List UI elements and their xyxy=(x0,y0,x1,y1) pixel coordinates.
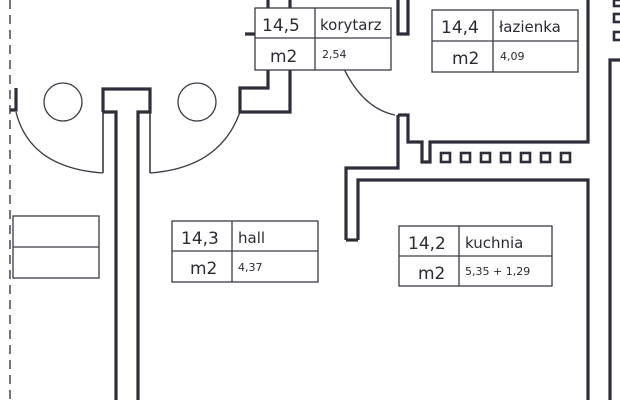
pillar-wall xyxy=(101,87,152,400)
area-unit: m2 xyxy=(190,259,217,279)
wall-kuchnia xyxy=(356,178,590,400)
room-number: 14,5 xyxy=(262,16,300,36)
column-circle-right xyxy=(177,82,217,122)
room-label-korytarz: 14,5 korytarz m2 2,54 xyxy=(254,7,392,71)
room-number: 14,4 xyxy=(441,18,479,38)
room-name: łazienka xyxy=(499,18,561,36)
room-area: 2,54 xyxy=(322,48,347,61)
ventilation-column xyxy=(612,0,620,42)
room-name: kuchnia xyxy=(465,234,523,252)
room-name: korytarz xyxy=(320,16,382,34)
area-unit: m2 xyxy=(270,47,297,67)
wall-left-stub xyxy=(10,88,18,112)
wall-hall-kitchen xyxy=(344,115,400,240)
room-area: 4,09 xyxy=(500,50,525,63)
wall-korytarz-left xyxy=(238,0,292,114)
area-unit: m2 xyxy=(418,264,445,284)
room-label-hall: 14,3 hall m2 4,37 xyxy=(171,220,319,283)
door-arc-left xyxy=(15,111,104,174)
door-arc-right xyxy=(149,111,241,174)
room-name: hall xyxy=(238,229,265,247)
ventilation-row xyxy=(439,151,572,164)
room-number: 14,2 xyxy=(408,234,446,254)
room-area: 4,37 xyxy=(238,261,263,274)
area-unit: m2 xyxy=(452,49,479,69)
column-circle-left xyxy=(43,82,83,122)
wall-korytarz-right xyxy=(396,0,410,36)
room-area: 5,35 + 1,29 xyxy=(465,265,530,278)
room-label-kuchnia: 14,2 kuchnia m2 5,35 + 1,29 xyxy=(398,225,553,287)
pillar-wall xyxy=(103,110,118,400)
wall-right xyxy=(608,58,620,400)
wall-lazienka xyxy=(398,0,590,164)
room-label-lazienka: 14,4 łazienka m2 4,09 xyxy=(431,9,579,73)
room-number: 14,3 xyxy=(181,229,219,249)
